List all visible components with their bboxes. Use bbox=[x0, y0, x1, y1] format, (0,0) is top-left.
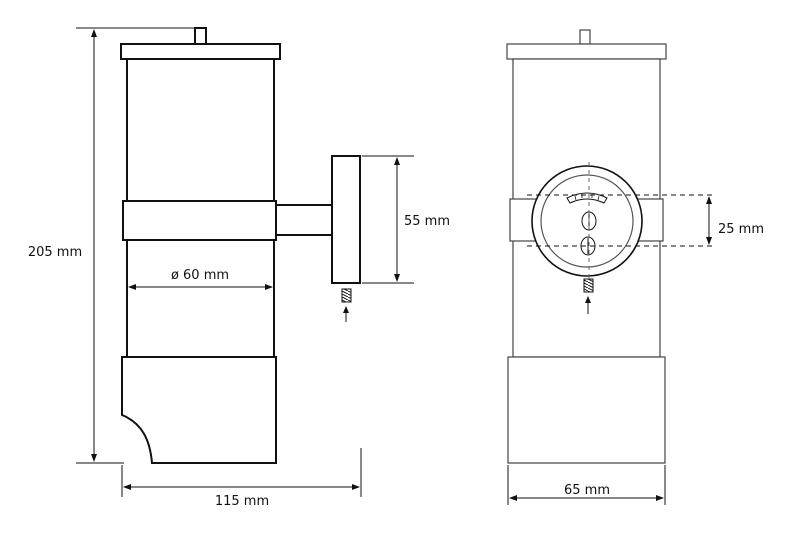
side-top-pin bbox=[194, 27, 207, 45]
side-band bbox=[122, 200, 277, 241]
side-upper-cylinder bbox=[126, 58, 275, 202]
width-side-label: 115 mm bbox=[215, 494, 269, 509]
front-arc-tick-1 bbox=[574, 195, 577, 201]
plate-label: 55 mm bbox=[404, 214, 450, 229]
width-front-arrow-right bbox=[656, 495, 664, 501]
front-screw-arrow-head bbox=[585, 296, 591, 303]
height-label: 205 mm bbox=[28, 245, 82, 260]
side-screw bbox=[341, 288, 352, 303]
side-base bbox=[121, 356, 277, 464]
width-side-arrow-right bbox=[352, 484, 360, 490]
front-screw bbox=[583, 278, 594, 293]
width-front-arrow-left bbox=[509, 495, 517, 501]
spacing-label: 25 mm bbox=[718, 222, 764, 237]
side-lower-cylinder bbox=[126, 239, 275, 358]
front-base bbox=[507, 356, 666, 464]
plate-arrow-top bbox=[394, 157, 400, 165]
height-arrow-top bbox=[91, 29, 97, 37]
side-screw-arrow-head bbox=[343, 306, 349, 313]
height-arrow-bottom bbox=[91, 454, 97, 462]
width-front-label: 65 mm bbox=[564, 483, 610, 498]
diameter-arrow-left bbox=[128, 284, 136, 290]
diameter-arrow-right bbox=[265, 284, 273, 290]
width-side-arrow-left bbox=[123, 484, 131, 490]
front-view: 25 mm 65 mm bbox=[506, 29, 764, 505]
side-wall-plate bbox=[331, 155, 361, 284]
diameter-label: ø 60 mm bbox=[171, 268, 229, 283]
front-arc-tick-4 bbox=[597, 195, 600, 201]
plate-arrow-bottom bbox=[394, 274, 400, 282]
side-arm bbox=[275, 204, 333, 236]
front-top-pin bbox=[579, 29, 591, 45]
side-lid bbox=[120, 43, 281, 60]
front-lid bbox=[506, 43, 667, 60]
spacing-arrow-bottom bbox=[706, 237, 712, 245]
spacing-arrow-top bbox=[706, 196, 712, 204]
side-view: 205 mm ø 60 mm 55 mm 115 mm bbox=[28, 27, 450, 509]
